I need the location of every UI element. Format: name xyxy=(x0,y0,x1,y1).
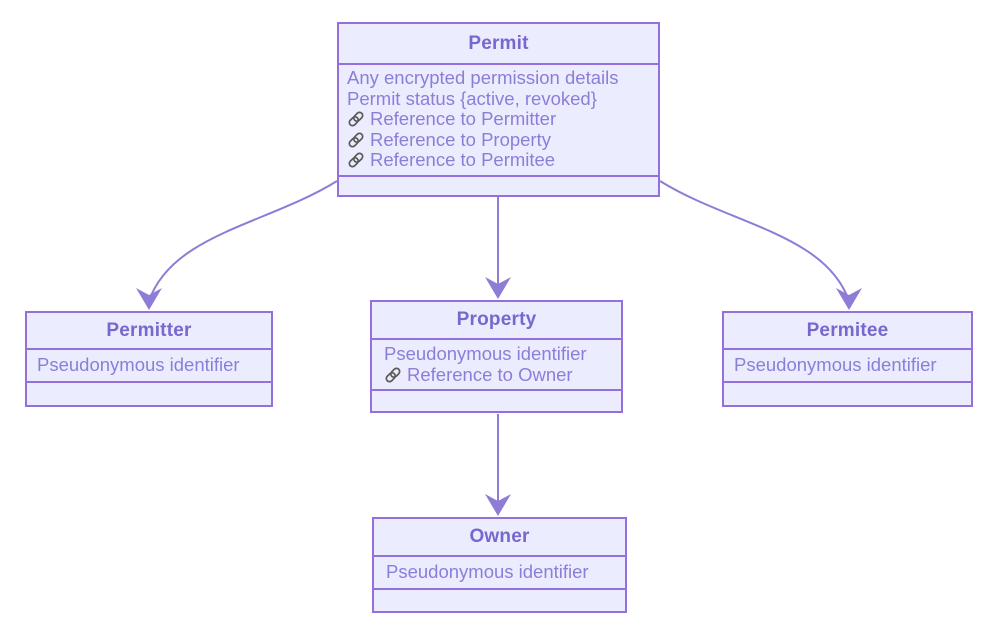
attribute-text: Pseudonymous identifier xyxy=(37,354,240,375)
entity-permit: Permit Any encrypted permission details … xyxy=(337,22,660,197)
entity-owner: Owner Pseudonymous identifier xyxy=(372,517,627,613)
attribute-text: Pseudonymous identifier xyxy=(386,561,589,582)
chain-link-icon xyxy=(347,151,365,169)
entity-owner-methods xyxy=(374,587,625,611)
attribute-row: Reference to Permitee xyxy=(347,149,650,171)
edge-permit-permitter xyxy=(148,180,338,302)
attribute-text: Reference to Property xyxy=(370,128,551,150)
attribute-text: Permit status {active, revoked} xyxy=(347,87,597,109)
attribute-row: Pseudonymous identifier xyxy=(734,354,963,376)
attribute-text: Pseudonymous identifier xyxy=(384,343,587,364)
arrowhead-property xyxy=(485,277,511,299)
entity-permit-methods xyxy=(339,174,658,195)
chain-link-icon xyxy=(347,131,365,149)
entity-owner-title: Owner xyxy=(374,519,625,557)
entity-permitee-title: Permitee xyxy=(724,313,971,350)
entity-permitter-methods xyxy=(27,380,271,405)
attribute-row: Reference to Property xyxy=(347,128,650,151)
entity-property-attributes: Pseudonymous identifier Reference to Own… xyxy=(372,340,621,389)
entity-permitee-methods xyxy=(724,380,971,405)
entity-property-title: Property xyxy=(372,302,621,340)
attribute-row: Any encrypted permission details xyxy=(347,67,650,89)
entity-permitter: Permitter Pseudonymous identifier xyxy=(25,311,273,407)
attribute-text: Reference to Owner xyxy=(407,363,573,385)
attribute-row: Pseudonymous identifier xyxy=(37,354,263,376)
attribute-row: Reference to Permitter xyxy=(347,108,650,130)
entity-permitter-title: Permitter xyxy=(27,313,271,350)
arrowhead-owner xyxy=(485,494,511,516)
entity-property: Property Pseudonymous identifier Referen… xyxy=(370,300,623,413)
entity-owner-attributes: Pseudonymous identifier xyxy=(374,557,625,588)
attribute-text: Reference to Permitter xyxy=(370,108,557,129)
attribute-text: Any encrypted permission details xyxy=(347,67,619,88)
entity-permit-attributes: Any encrypted permission details Permit … xyxy=(339,65,658,175)
entity-permitee: Permitee Pseudonymous identifier xyxy=(722,311,973,407)
entity-permit-title: Permit xyxy=(339,24,658,65)
attribute-row: Permit status {active, revoked} xyxy=(347,87,650,110)
chain-link-icon xyxy=(347,110,365,128)
attribute-row: Pseudonymous identifier xyxy=(384,343,613,365)
entity-property-methods xyxy=(372,389,621,411)
entity-permitter-attributes: Pseudonymous identifier xyxy=(27,350,271,381)
arrowhead-permitee xyxy=(836,288,862,310)
attribute-text: Pseudonymous identifier xyxy=(734,354,937,375)
attribute-row: Reference to Owner xyxy=(384,363,613,386)
entity-permitee-attributes: Pseudonymous identifier xyxy=(724,350,971,381)
edge-permit-permitee xyxy=(659,180,850,302)
attribute-row: Pseudonymous identifier xyxy=(386,561,617,583)
chain-link-icon xyxy=(384,366,402,384)
attribute-text: Reference to Permitee xyxy=(370,149,556,170)
arrowhead-permitter xyxy=(136,288,162,310)
